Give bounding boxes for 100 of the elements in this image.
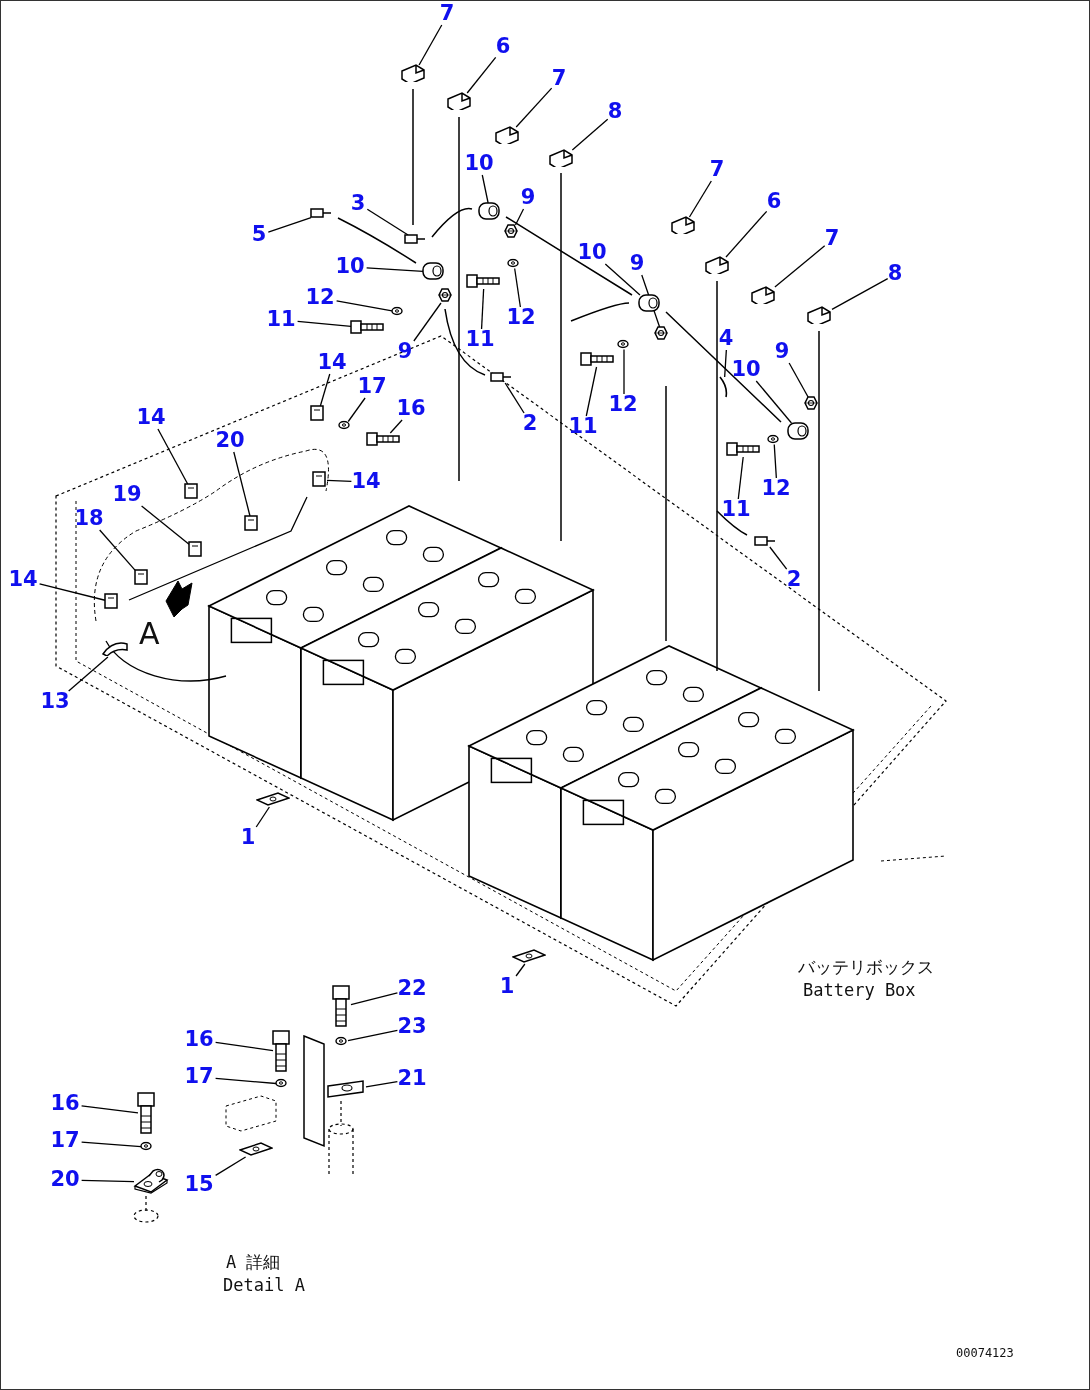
leader-line <box>585 366 598 417</box>
terminal-clamp <box>422 262 444 280</box>
terminal-cover <box>401 64 425 82</box>
leader-line <box>350 992 399 1006</box>
washer <box>767 434 779 444</box>
bolt <box>137 1092 155 1134</box>
callout-number: 12 <box>505 306 537 328</box>
callout-number: 1 <box>498 975 516 997</box>
callout-number: 10 <box>334 255 366 277</box>
leader-line <box>831 277 889 310</box>
callout-number: 21 <box>396 1067 428 1089</box>
clip <box>310 405 324 421</box>
callout-number: 22 <box>396 977 428 999</box>
bracket <box>327 1080 365 1098</box>
leader-line <box>571 118 609 151</box>
plate <box>256 792 290 806</box>
drawing-number: 00074123 <box>956 1346 1014 1360</box>
leader-line <box>140 505 190 545</box>
clip <box>184 483 198 499</box>
washer <box>338 420 350 430</box>
callout-number: 7 <box>550 67 568 89</box>
leader-line <box>296 320 352 328</box>
callout-number: 17 <box>183 1065 215 1087</box>
leader-line <box>80 1105 139 1114</box>
caption: バッテリボックス <box>798 956 934 979</box>
nut <box>654 326 668 340</box>
callout-number: 16 <box>183 1028 215 1050</box>
callout-number: 2 <box>785 568 803 590</box>
leader-line <box>233 451 251 517</box>
terminal-cover <box>751 286 775 304</box>
leader-line <box>418 24 443 66</box>
washer <box>507 258 519 268</box>
leader-line <box>80 1179 135 1183</box>
callout-number: 16 <box>49 1092 81 1114</box>
leader-line <box>365 267 424 272</box>
wire-harness <box>102 642 128 656</box>
leader-line <box>737 456 744 500</box>
callout-number: 11 <box>567 415 599 437</box>
callout-number: 10 <box>463 152 495 174</box>
leader-line <box>773 443 777 479</box>
callout-number: 8 <box>886 262 904 284</box>
callout-number: 17 <box>356 375 388 397</box>
washer <box>275 1078 287 1088</box>
callout-number: 14 <box>135 406 167 428</box>
callout-number: 14 <box>350 470 382 492</box>
leader-line <box>319 373 331 407</box>
leader-line <box>504 382 525 414</box>
leader-line <box>466 56 497 94</box>
bolt <box>272 1030 290 1072</box>
washer <box>140 1141 152 1151</box>
leader-line <box>623 348 625 395</box>
callout-number: 9 <box>773 340 791 362</box>
callout-number: 17 <box>49 1129 81 1151</box>
leader-line <box>481 174 489 204</box>
callout-number: 14 <box>7 568 39 590</box>
bolt <box>726 442 760 456</box>
cable-clamp <box>133 1168 169 1194</box>
leader-line <box>366 208 409 236</box>
terminal-cover <box>549 149 573 167</box>
leader-line <box>99 529 136 571</box>
clip <box>104 593 118 609</box>
clip <box>134 569 148 585</box>
terminal-cover <box>447 92 471 110</box>
callout-number: 20 <box>49 1168 81 1190</box>
terminal-clamp <box>478 202 500 220</box>
caption: Battery Box <box>803 980 916 1000</box>
leader-line <box>480 288 485 330</box>
bolt <box>350 320 384 334</box>
leader-line <box>347 1029 399 1042</box>
bolt <box>332 985 350 1027</box>
callout-number: 19 <box>111 483 143 505</box>
callout-number: 18 <box>73 507 105 529</box>
callout-number: 20 <box>214 429 246 451</box>
callout-number: 11 <box>720 498 752 520</box>
leader-line <box>788 362 809 398</box>
clip <box>312 471 326 487</box>
terminal-cover <box>705 256 729 274</box>
clip <box>244 515 258 531</box>
washer <box>617 339 629 349</box>
leader-line <box>724 349 727 378</box>
callout-number: 12 <box>607 393 639 415</box>
leader-line <box>755 380 793 424</box>
leader-line <box>326 479 353 482</box>
bolt <box>466 274 500 288</box>
leader-line <box>774 245 826 288</box>
leader-line <box>389 419 403 434</box>
leader-line <box>214 1156 247 1177</box>
leader-line <box>157 428 189 485</box>
terminal-clamp <box>638 294 660 312</box>
cable <box>718 376 728 398</box>
callout-number: 23 <box>396 1015 428 1037</box>
callout-number: 7 <box>438 2 456 24</box>
leader-line <box>725 210 768 258</box>
leader-line <box>365 1080 399 1088</box>
nut <box>438 288 452 302</box>
callout-number: 12 <box>304 286 336 308</box>
leader-line <box>38 583 106 601</box>
callout-number: 7 <box>708 158 726 180</box>
terminal-cover <box>671 216 695 234</box>
caption: A 詳細 <box>226 1251 281 1274</box>
